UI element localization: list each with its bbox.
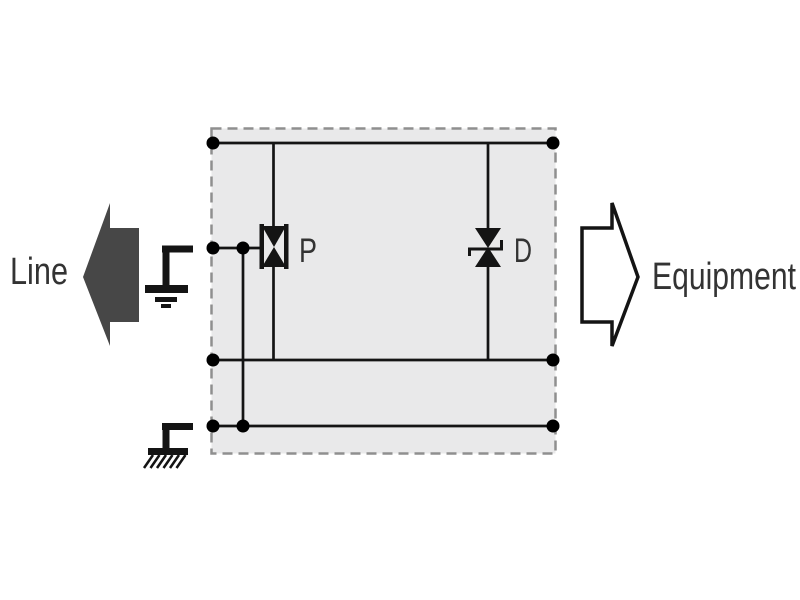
equipment-arrow-icon [580, 202, 640, 347]
line-label: Line [10, 251, 68, 293]
junction-dot [206, 419, 220, 433]
arrester-bottom-triangle [262, 247, 286, 267]
connection-nodes [206, 136, 560, 433]
component-p-label: P [299, 232, 317, 270]
junction-dot [236, 241, 250, 255]
earth-ground-icon [142, 423, 193, 469]
junction-dot [236, 419, 250, 433]
arrester-top-triangle [262, 226, 286, 247]
junction-dot [546, 353, 560, 367]
equipment-label: Equipment [652, 256, 796, 298]
wires [213, 141, 553, 428]
junction-dot [206, 241, 220, 255]
tvs-diode-icon [468, 228, 503, 267]
arrester-right-bar [284, 224, 289, 269]
surge-arrester-icon [259, 224, 289, 269]
junction-dot [546, 419, 560, 433]
signal-ground-icon [145, 245, 193, 308]
junction-dot [206, 353, 220, 367]
diode-bottom-triangle [475, 247, 501, 267]
diode-top-triangle [475, 228, 501, 248]
earth-hatching [142, 454, 187, 469]
arrester-left-bar [259, 224, 264, 269]
junction-dot [206, 136, 220, 150]
component-d-label: D [514, 232, 532, 270]
junction-dot [546, 136, 560, 150]
line-arrow-icon [83, 203, 139, 346]
diode-zener-bar [468, 240, 503, 256]
protection-module-box [210, 127, 557, 455]
